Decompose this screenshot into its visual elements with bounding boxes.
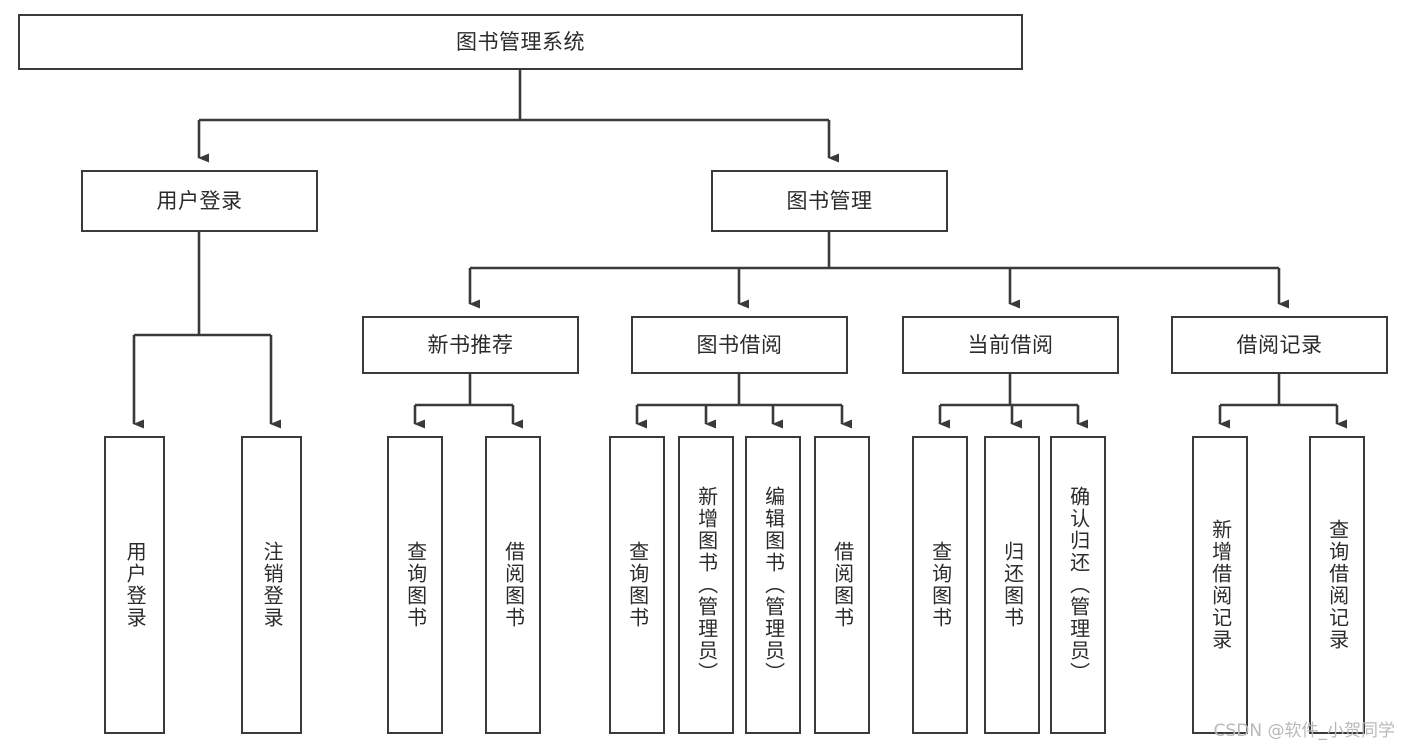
node-book-borrow[interactable]: 图书借阅: [631, 316, 848, 374]
node-leaf-borrow-book-1[interactable]: 借阅图书: [485, 436, 541, 734]
node-leaf-logout[interactable]: 注销登录: [241, 436, 302, 734]
node-leaf-query-book-1[interactable]: 查询图书: [387, 436, 443, 734]
node-label: 用户登录: [156, 188, 243, 213]
node-leaf-query-book-2[interactable]: 查询图书: [609, 436, 665, 734]
node-label: 借阅记录: [1236, 332, 1323, 357]
node-label: 查询图书: [928, 541, 953, 629]
node-label: 新增图书（管理员）: [694, 486, 719, 684]
node-label: 当前借阅: [967, 332, 1054, 357]
node-label: 编辑图书（管理员）: [761, 486, 786, 684]
node-label: 查询图书: [403, 541, 428, 629]
node-leaf-query-book-3[interactable]: 查询图书: [912, 436, 968, 734]
node-label: 查询图书: [625, 541, 650, 629]
node-label: 归还图书: [1000, 541, 1025, 629]
node-leaf-confirm-return[interactable]: 确认归还（管理员）: [1050, 436, 1106, 734]
node-label: 确认归还（管理员）: [1066, 486, 1091, 684]
watermark: CSDN @软件_小贺同学: [1213, 721, 1395, 741]
node-label: 借阅图书: [830, 541, 855, 629]
node-leaf-query-record[interactable]: 查询借阅记录: [1309, 436, 1365, 734]
node-leaf-edit-book[interactable]: 编辑图书（管理员）: [745, 436, 801, 734]
node-label: 用户登录: [123, 541, 148, 629]
node-label: 图书管理系统: [456, 29, 585, 54]
node-label: 借阅图书: [501, 541, 526, 629]
node-label: 图书借阅: [696, 332, 783, 357]
node-leaf-borrow-book-2[interactable]: 借阅图书: [814, 436, 870, 734]
node-book-manage[interactable]: 图书管理: [711, 170, 948, 232]
root-node[interactable]: 图书管理系统: [18, 14, 1023, 70]
node-leaf-add-book[interactable]: 新增图书（管理员）: [678, 436, 734, 734]
node-label: 新增借阅记录: [1208, 519, 1233, 651]
node-current-borrow[interactable]: 当前借阅: [902, 316, 1119, 374]
node-borrow-record[interactable]: 借阅记录: [1171, 316, 1388, 374]
node-leaf-return-book[interactable]: 归还图书: [984, 436, 1040, 734]
node-leaf-user-login[interactable]: 用户登录: [104, 436, 165, 734]
node-label: 查询借阅记录: [1325, 519, 1350, 651]
node-leaf-add-record[interactable]: 新增借阅记录: [1192, 436, 1248, 734]
node-label: 图书管理: [786, 188, 873, 213]
node-label: 新书推荐: [427, 332, 514, 357]
node-user-login[interactable]: 用户登录: [81, 170, 318, 232]
node-new-book-rec[interactable]: 新书推荐: [362, 316, 579, 374]
node-label: 注销登录: [260, 541, 285, 629]
connector-paths: [132, 70, 1347, 429]
